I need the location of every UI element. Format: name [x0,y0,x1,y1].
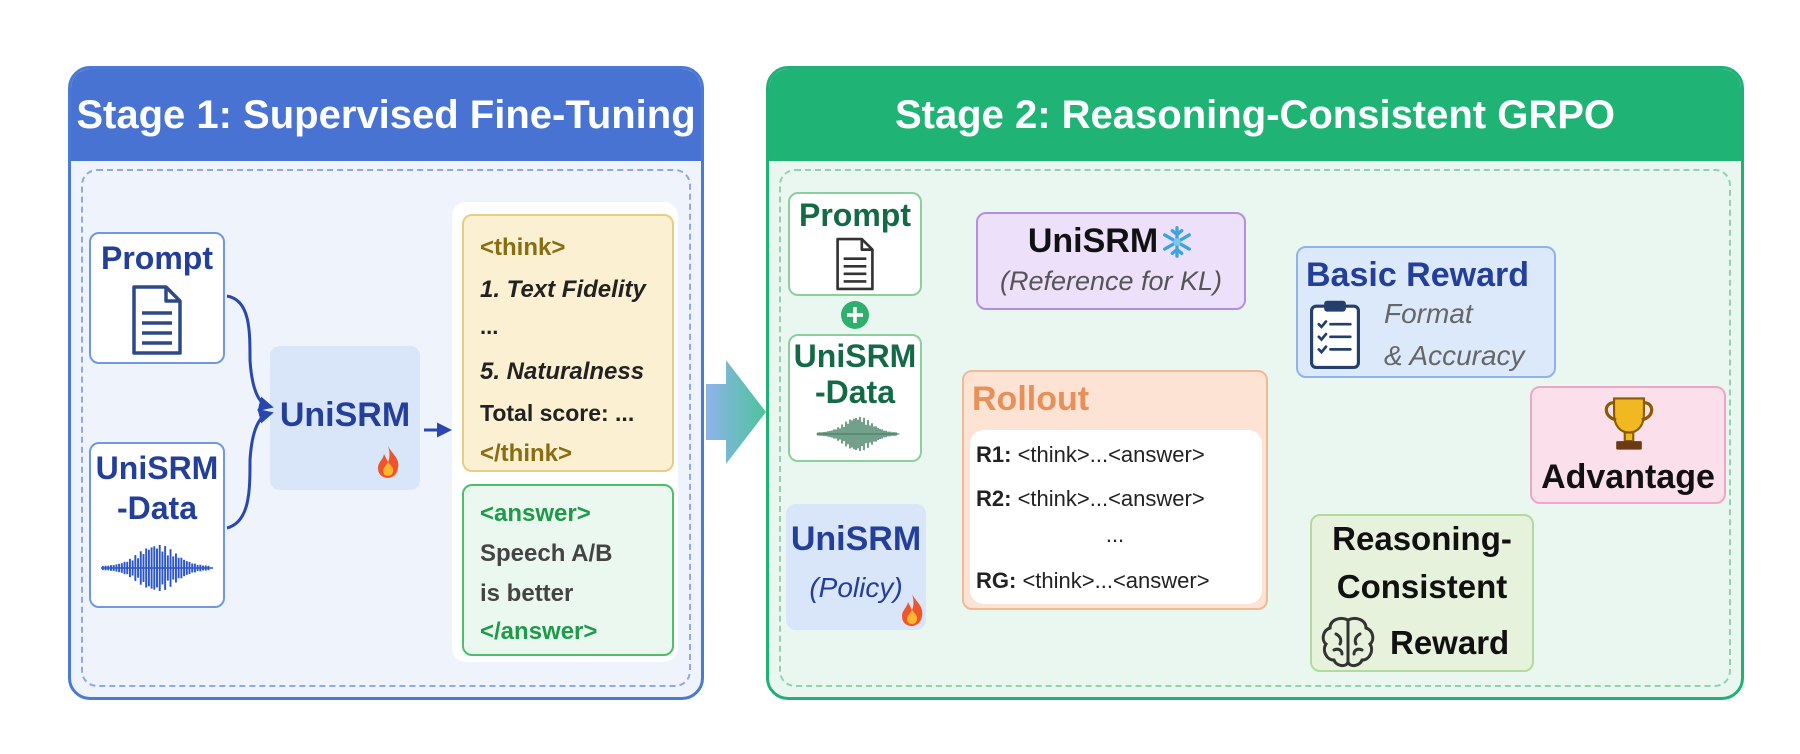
rollout-item-2-text: <think>...<answer> [1017,486,1205,511]
think-box: <think> 1. Text Fidelity ... 5. Naturaln… [462,214,674,472]
stage1-data-box: UniSRM -Data [89,442,225,608]
stage1-prompt-label: Prompt [101,239,213,276]
rollout-item-1: R1: <think>...<answer> [976,442,1205,468]
think-item-1: 1. Text Fidelity [480,276,646,303]
stage2-data-box: UniSRM -Data [788,334,922,462]
stage-transition-arrow [706,360,766,464]
rollout-ellipsis: ... [1105,522,1125,547]
rollout-item-2: R2: <think>...<answer> [976,486,1205,512]
advantage-box: Advantage [1530,386,1726,504]
checklist-clipboard-icon [1310,300,1360,369]
basic-reward-box: Basic Reward Format & Accuracy [1296,246,1556,378]
policy-label: UniSRM [790,520,922,558]
reference-label-row: UniSRM [978,222,1244,261]
think-ellipsis: ... [480,314,499,339]
rc-reward-box: Reasoning- Consistent Reward [1310,514,1534,672]
stage2-title: Stage 2: Reasoning-Consistent GRPO [769,69,1741,161]
rollout-item-g-tag: RG: [976,568,1017,593]
rc-reward-line-3: Reward [1390,624,1510,661]
stage2-prompt-label: Prompt [799,196,911,233]
answer-box: <answer> Speech A/B is better </answer> [462,484,674,656]
rc-reward-line-1: Reasoning- [1332,520,1512,557]
fire-icon [378,446,399,478]
rollout-item-2-tag: R2: [976,486,1012,511]
think-open-tag: <think> [480,234,566,261]
think-item-5: 5. Naturalness [480,358,645,385]
advantage-label: Advantage [1541,458,1715,496]
think-close-tag: </think> [480,440,573,467]
stage1-data-label-1: UniSRM [95,450,219,486]
reference-sublabel: (Reference for KL) [999,266,1223,296]
stage1-model-label: UniSRM [279,396,411,434]
snowflake-icon [1163,225,1192,258]
basic-reward-sub-1: Format [1384,298,1473,329]
rollout-item-g-text: <think>...<answer> [1022,568,1210,593]
rollout-item-1-tag: R1: [976,442,1012,467]
answer-text-1: Speech A/B [480,540,613,567]
waveform-icon [100,544,214,592]
rollout-item-g: RG: <think>...<answer> [976,568,1210,594]
policy-box: UniSRM (Policy) [786,504,926,630]
answer-close-tag: </answer> [480,618,598,645]
document-icon [132,284,182,355]
answer-text-2: is better [480,580,574,607]
stage1-inner-area [81,169,691,687]
stage2-prompt-box: Prompt [788,192,922,296]
stage1-title: Stage 1: Supervised Fine-Tuning [71,69,701,161]
reference-box: UniSRM (Reference for KL) [976,212,1246,310]
answer-open-tag: <answer> [480,500,591,527]
rollout-title: Rollout [972,380,1090,418]
think-total-score: Total score: ... [480,400,635,426]
plus-icon [841,301,869,329]
stage2-data-label-2: -Data [814,374,895,410]
brain-icon [1321,616,1375,668]
basic-reward-sub-2: & Accuracy [1384,340,1525,371]
stage2-data-label-1: UniSRM [793,338,917,374]
rollout-box: Rollout R1: <think>...<answer> R2: <thin… [962,370,1268,610]
stage2-inner-area [779,169,1731,687]
fire-icon [902,594,923,626]
rc-reward-line-2: Consistent [1336,568,1508,605]
stage1-data-label-2: -Data [116,490,197,526]
stage1-model-box: UniSRM [270,346,420,490]
reference-label: UniSRM [1027,222,1159,260]
waveform-icon [816,416,900,452]
basic-reward-title: Basic Reward [1306,256,1529,294]
document-icon [836,237,874,290]
stage1-prompt-box: Prompt [89,232,225,364]
trophy-icon [1604,397,1654,450]
rollout-list [970,430,1262,604]
policy-sublabel: (Policy) [809,572,903,603]
rollout-item-1-text: <think>...<answer> [1017,442,1205,467]
